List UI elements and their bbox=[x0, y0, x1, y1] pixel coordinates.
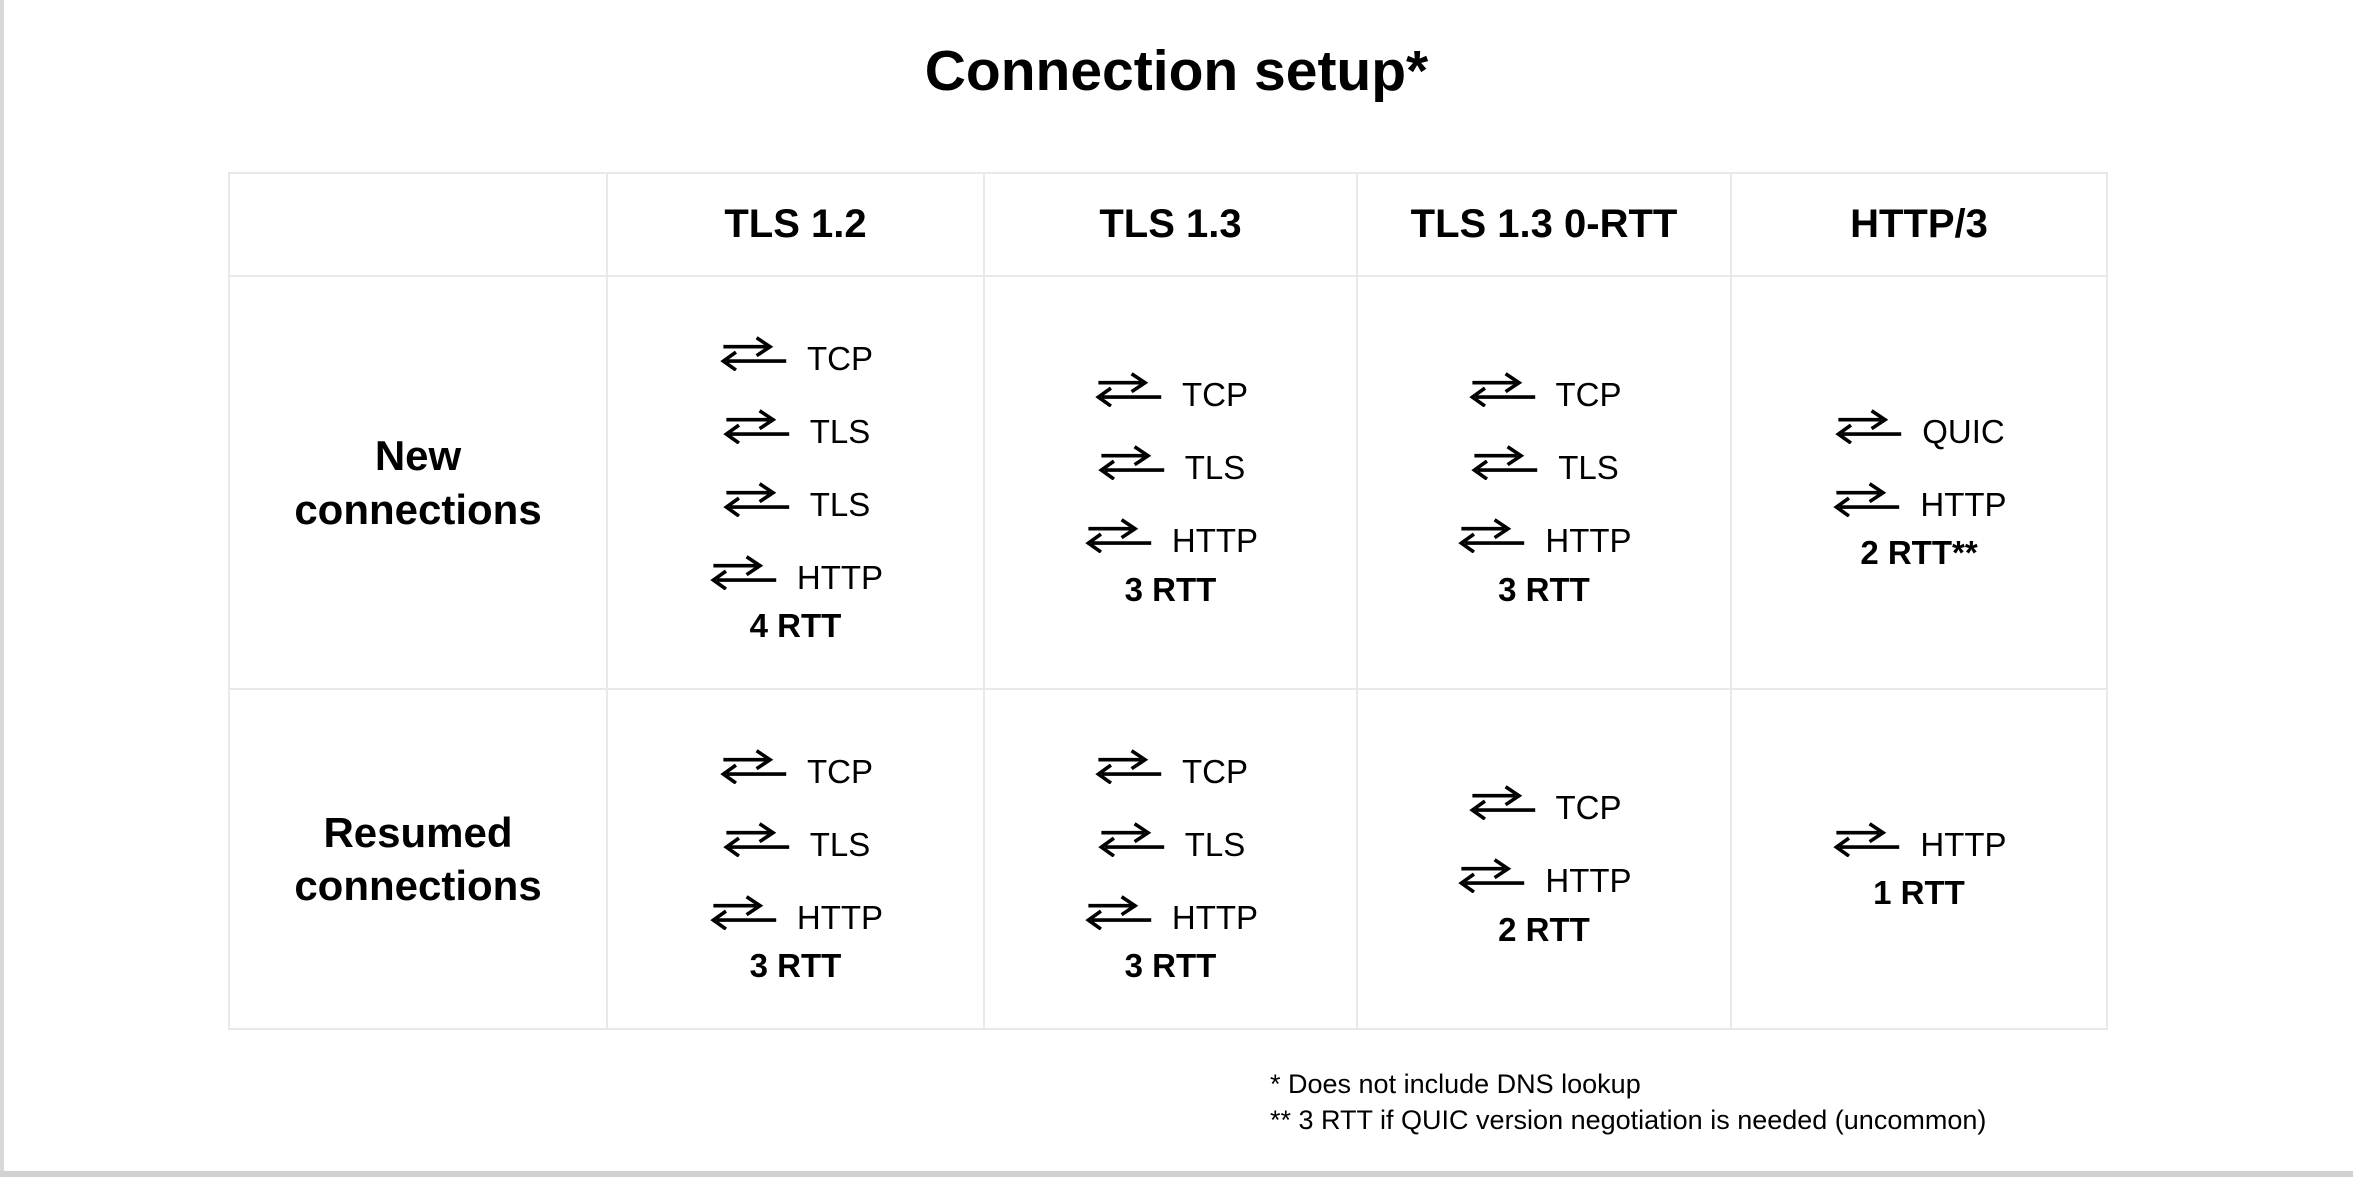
protocol-roundtrip-item: HTTP bbox=[1358, 499, 1730, 572]
rtt-count: 3 RTT bbox=[1498, 570, 1590, 608]
protocol-label: HTTP bbox=[796, 898, 884, 936]
cell-new-tls13: TCP TLS HTTP 3 RTT bbox=[983, 275, 1358, 690]
roundtrip-arrows-icon bbox=[721, 408, 791, 444]
protocol-roundtrip-item: TLS bbox=[608, 389, 983, 462]
corner-cell bbox=[228, 172, 608, 277]
roundtrip-arrows-icon bbox=[721, 481, 791, 517]
protocol-label: TLS bbox=[1558, 449, 1619, 487]
protocol-roundtrip-item: TLS bbox=[985, 802, 1356, 875]
row-label-text: New connections bbox=[294, 432, 542, 533]
protocol-label: HTTP bbox=[1545, 862, 1632, 900]
protocol-label: TCP bbox=[1555, 789, 1622, 827]
table-row-new-connections: New connections TCP TLS bbox=[228, 275, 2108, 690]
roundtrip-arrows-icon bbox=[1093, 371, 1163, 408]
cell-new-http3: QUIC HTTP 2 RTT** bbox=[1730, 275, 2108, 690]
protocol-roundtrip-item: HTTP bbox=[608, 535, 983, 608]
roundtrip-arrows-icon bbox=[1831, 481, 1902, 517]
roundtrip-arrows-icon bbox=[1083, 894, 1153, 930]
protocol-label: TLS bbox=[809, 825, 871, 863]
protocol-label: HTTP bbox=[796, 558, 884, 596]
protocol-label: TLS bbox=[1184, 825, 1246, 863]
column-header-tls12: TLS 1.2 bbox=[606, 172, 985, 277]
roundtrip-arrows-icon bbox=[708, 894, 778, 930]
cell-resumed-http3: HTTP 1 RTT bbox=[1730, 688, 2108, 1030]
footnote-quic-negotiation: ** 3 RTT if QUIC version negotiation is … bbox=[1270, 1105, 1987, 1135]
rtt-count: 2 RTT** bbox=[1860, 534, 1978, 572]
roundtrip-arrows-icon bbox=[1469, 444, 1540, 481]
row-label-new-connections: New connections bbox=[228, 275, 608, 690]
protocol-roundtrip-item: TLS bbox=[1358, 426, 1730, 499]
rtt-count: 2 RTT bbox=[1498, 910, 1590, 948]
protocol-roundtrip-item: TCP bbox=[608, 729, 983, 802]
window-bottom-border bbox=[0, 1171, 2353, 1177]
roundtrip-arrows-icon bbox=[1093, 748, 1163, 784]
protocol-roundtrip-item: HTTP bbox=[1732, 802, 2106, 875]
rtt-count: 3 RTT bbox=[1124, 570, 1217, 608]
roundtrip-arrows-icon bbox=[1833, 408, 1904, 444]
protocol-label: HTTP bbox=[1920, 485, 2007, 523]
protocol-roundtrip-item: TLS bbox=[985, 426, 1356, 499]
roundtrip-arrows-icon bbox=[1096, 821, 1166, 857]
connection-setup-table: TLS 1.2 TLS 1.3 TLS 1.3 0-RTT HTTP/3 New… bbox=[228, 172, 2108, 1030]
protocol-roundtrip-item: HTTP bbox=[1732, 462, 2106, 535]
protocol-label: QUIC bbox=[1922, 412, 2005, 450]
roundtrip-arrows-icon bbox=[721, 821, 791, 857]
protocol-roundtrip-item: QUIC bbox=[1732, 389, 2106, 462]
protocol-roundtrip-item: TCP bbox=[1358, 353, 1730, 426]
protocol-label: TLS bbox=[809, 485, 871, 523]
footnotes: * Does not include DNS lookup ** 3 RTT i… bbox=[1270, 1066, 1986, 1138]
protocol-roundtrip-item: HTTP bbox=[608, 875, 983, 948]
protocol-label: TLS bbox=[809, 412, 871, 450]
protocol-label: TCP bbox=[807, 752, 873, 790]
row-label-resumed-connections: Resumed connections bbox=[228, 688, 608, 1030]
cell-resumed-tls12: TCP TLS HTTP 3 RTT bbox=[606, 688, 985, 1030]
roundtrip-arrows-icon bbox=[718, 335, 788, 371]
protocol-roundtrip-item: HTTP bbox=[1358, 839, 1730, 912]
column-header-tls13-0rtt: TLS 1.3 0-RTT bbox=[1356, 172, 1732, 277]
roundtrip-arrows-icon bbox=[1456, 517, 1527, 554]
roundtrip-arrows-icon bbox=[718, 748, 788, 784]
rtt-count: 3 RTT bbox=[749, 947, 842, 985]
roundtrip-arrows-icon bbox=[1096, 444, 1166, 481]
cell-resumed-tls13-0rtt: TCP HTTP 2 RTT bbox=[1356, 688, 1732, 1030]
protocol-label: HTTP bbox=[1171, 522, 1259, 560]
page-title: Connection setup* bbox=[924, 39, 1429, 103]
roundtrip-arrows-icon bbox=[1083, 517, 1153, 554]
roundtrip-arrows-icon bbox=[1467, 371, 1537, 408]
protocol-label: TCP bbox=[1555, 376, 1622, 414]
protocol-roundtrip-item: TCP bbox=[985, 353, 1356, 426]
cell-resumed-tls13: TCP TLS HTTP 3 RTT bbox=[983, 688, 1358, 1030]
table-row-resumed-connections: Resumed connections TCP TLS bbox=[228, 688, 2108, 1030]
roundtrip-arrows-icon bbox=[708, 554, 778, 590]
roundtrip-arrows-icon bbox=[1831, 821, 1902, 857]
protocol-roundtrip-item: TCP bbox=[1358, 766, 1730, 839]
cell-new-tls13-0rtt: TCP TLS HTTP 3 RTT bbox=[1356, 275, 1732, 690]
protocol-label: TCP bbox=[807, 339, 873, 377]
protocol-roundtrip-item: TLS bbox=[608, 802, 983, 875]
row-label-text: Resumed connections bbox=[294, 808, 542, 909]
window-left-border bbox=[0, 0, 4, 1177]
rtt-count: 1 RTT bbox=[1873, 874, 1965, 912]
roundtrip-arrows-icon bbox=[1456, 857, 1527, 894]
protocol-label: HTTP bbox=[1920, 825, 2007, 863]
protocol-roundtrip-item: HTTP bbox=[985, 875, 1356, 948]
protocol-label: TCP bbox=[1182, 752, 1248, 790]
cell-new-tls12: TCP TLS TLS HTTP bbox=[606, 275, 985, 690]
protocol-roundtrip-item: HTTP bbox=[985, 499, 1356, 572]
rtt-count: 3 RTT bbox=[1124, 947, 1217, 985]
column-header-http3: HTTP/3 bbox=[1730, 172, 2108, 277]
table-header-row: TLS 1.2 TLS 1.3 TLS 1.3 0-RTT HTTP/3 bbox=[228, 172, 2108, 277]
protocol-roundtrip-item: TLS bbox=[608, 462, 983, 535]
protocol-roundtrip-item: TCP bbox=[608, 316, 983, 389]
protocol-label: HTTP bbox=[1545, 522, 1632, 560]
roundtrip-arrows-icon bbox=[1467, 784, 1537, 821]
protocol-label: TLS bbox=[1184, 449, 1246, 487]
protocol-roundtrip-item: TCP bbox=[985, 729, 1356, 802]
protocol-label: HTTP bbox=[1171, 898, 1259, 936]
column-header-tls13: TLS 1.3 bbox=[983, 172, 1358, 277]
protocol-label: TCP bbox=[1182, 376, 1248, 414]
footnote-dns-lookup: * Does not include DNS lookup bbox=[1270, 1069, 1641, 1099]
rtt-count: 4 RTT bbox=[749, 607, 842, 645]
